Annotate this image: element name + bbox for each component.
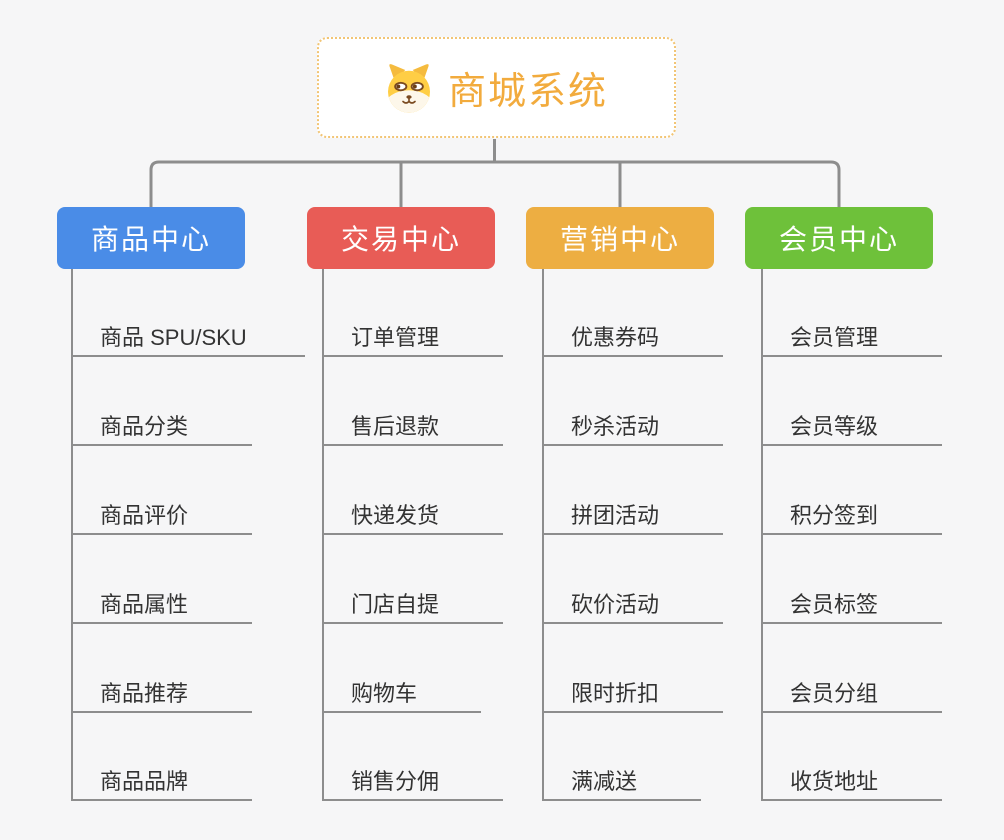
child-node[interactable]: 快递发货	[323, 499, 503, 535]
child-node[interactable]: 满减送	[543, 765, 701, 801]
node-label: 拼团活动	[571, 503, 660, 528]
branch-node-trade-center[interactable]: 交易中心	[307, 207, 495, 269]
node-label: 商品推荐	[100, 681, 189, 706]
node-label: 满减送	[571, 769, 638, 794]
node-label: 商品属性	[100, 592, 189, 617]
child-node[interactable]: 会员管理	[762, 321, 942, 357]
root-node[interactable]: 商城系统	[317, 37, 676, 138]
node-label: 商品分类	[100, 414, 189, 439]
dog-face-icon	[385, 61, 433, 115]
node-label: 订单管理	[351, 325, 440, 350]
child-node[interactable]: 商品评价	[72, 499, 252, 535]
node-label: 快递发货	[351, 503, 440, 528]
node-label: 售后退款	[351, 414, 440, 439]
child-node[interactable]: 售后退款	[323, 410, 503, 446]
node-label: 积分签到	[790, 503, 879, 528]
child-node[interactable]: 购物车	[323, 677, 481, 713]
branch-label: 会员中心	[778, 224, 899, 255]
root-title: 商城系统	[447, 71, 608, 113]
child-node[interactable]: 会员分组	[762, 677, 942, 713]
child-node[interactable]: 商品分类	[72, 410, 252, 446]
child-node[interactable]: 优惠券码	[543, 321, 723, 357]
child-node[interactable]: 商品 SPU/SKU	[72, 321, 305, 357]
connector-trunk	[761, 269, 763, 801]
node-label: 会员管理	[790, 325, 879, 350]
child-node[interactable]: 秒杀活动	[543, 410, 723, 446]
node-label: 购物车	[351, 681, 418, 706]
branch-node-product-center[interactable]: 商品中心	[57, 207, 245, 269]
connector-trunk	[322, 269, 324, 801]
child-node[interactable]: 砍价活动	[543, 588, 723, 624]
child-node[interactable]: 商品推荐	[72, 677, 252, 713]
child-node[interactable]: 门店自提	[323, 588, 503, 624]
child-node[interactable]: 拼团活动	[543, 499, 723, 535]
node-label: 限时折扣	[571, 681, 660, 706]
child-node[interactable]: 积分签到	[762, 499, 942, 535]
branch-node-member-center[interactable]: 会员中心	[745, 207, 933, 269]
node-label: 砍价活动	[571, 592, 660, 617]
node-label: 会员等级	[790, 414, 879, 439]
node-label: 商品 SPU/SKU	[100, 325, 247, 350]
child-node[interactable]: 收货地址	[762, 765, 942, 801]
node-label: 商品品牌	[100, 769, 189, 794]
node-label: 会员标签	[790, 592, 879, 617]
branch-label: 交易中心	[340, 224, 461, 255]
child-node[interactable]: 商品品牌	[72, 765, 252, 801]
child-node[interactable]: 商品属性	[72, 588, 252, 624]
child-node[interactable]: 订单管理	[323, 321, 503, 357]
branch-label: 营销中心	[559, 224, 680, 255]
node-label: 销售分佣	[351, 769, 440, 794]
node-label: 会员分组	[790, 681, 879, 706]
child-node[interactable]: 会员等级	[762, 410, 942, 446]
node-label: 优惠券码	[571, 325, 660, 350]
branch-label: 商品中心	[90, 224, 211, 255]
child-node[interactable]: 会员标签	[762, 588, 942, 624]
child-node[interactable]: 限时折扣	[543, 677, 723, 713]
node-label: 秒杀活动	[571, 414, 660, 439]
node-label: 收货地址	[790, 769, 879, 794]
child-node[interactable]: 销售分佣	[323, 765, 503, 801]
branch-node-marketing-center[interactable]: 营销中心	[526, 207, 714, 269]
node-label: 门店自提	[351, 592, 440, 617]
connector-trunk	[542, 269, 544, 801]
node-label: 商品评价	[100, 503, 189, 528]
connector-trunk	[71, 269, 73, 801]
